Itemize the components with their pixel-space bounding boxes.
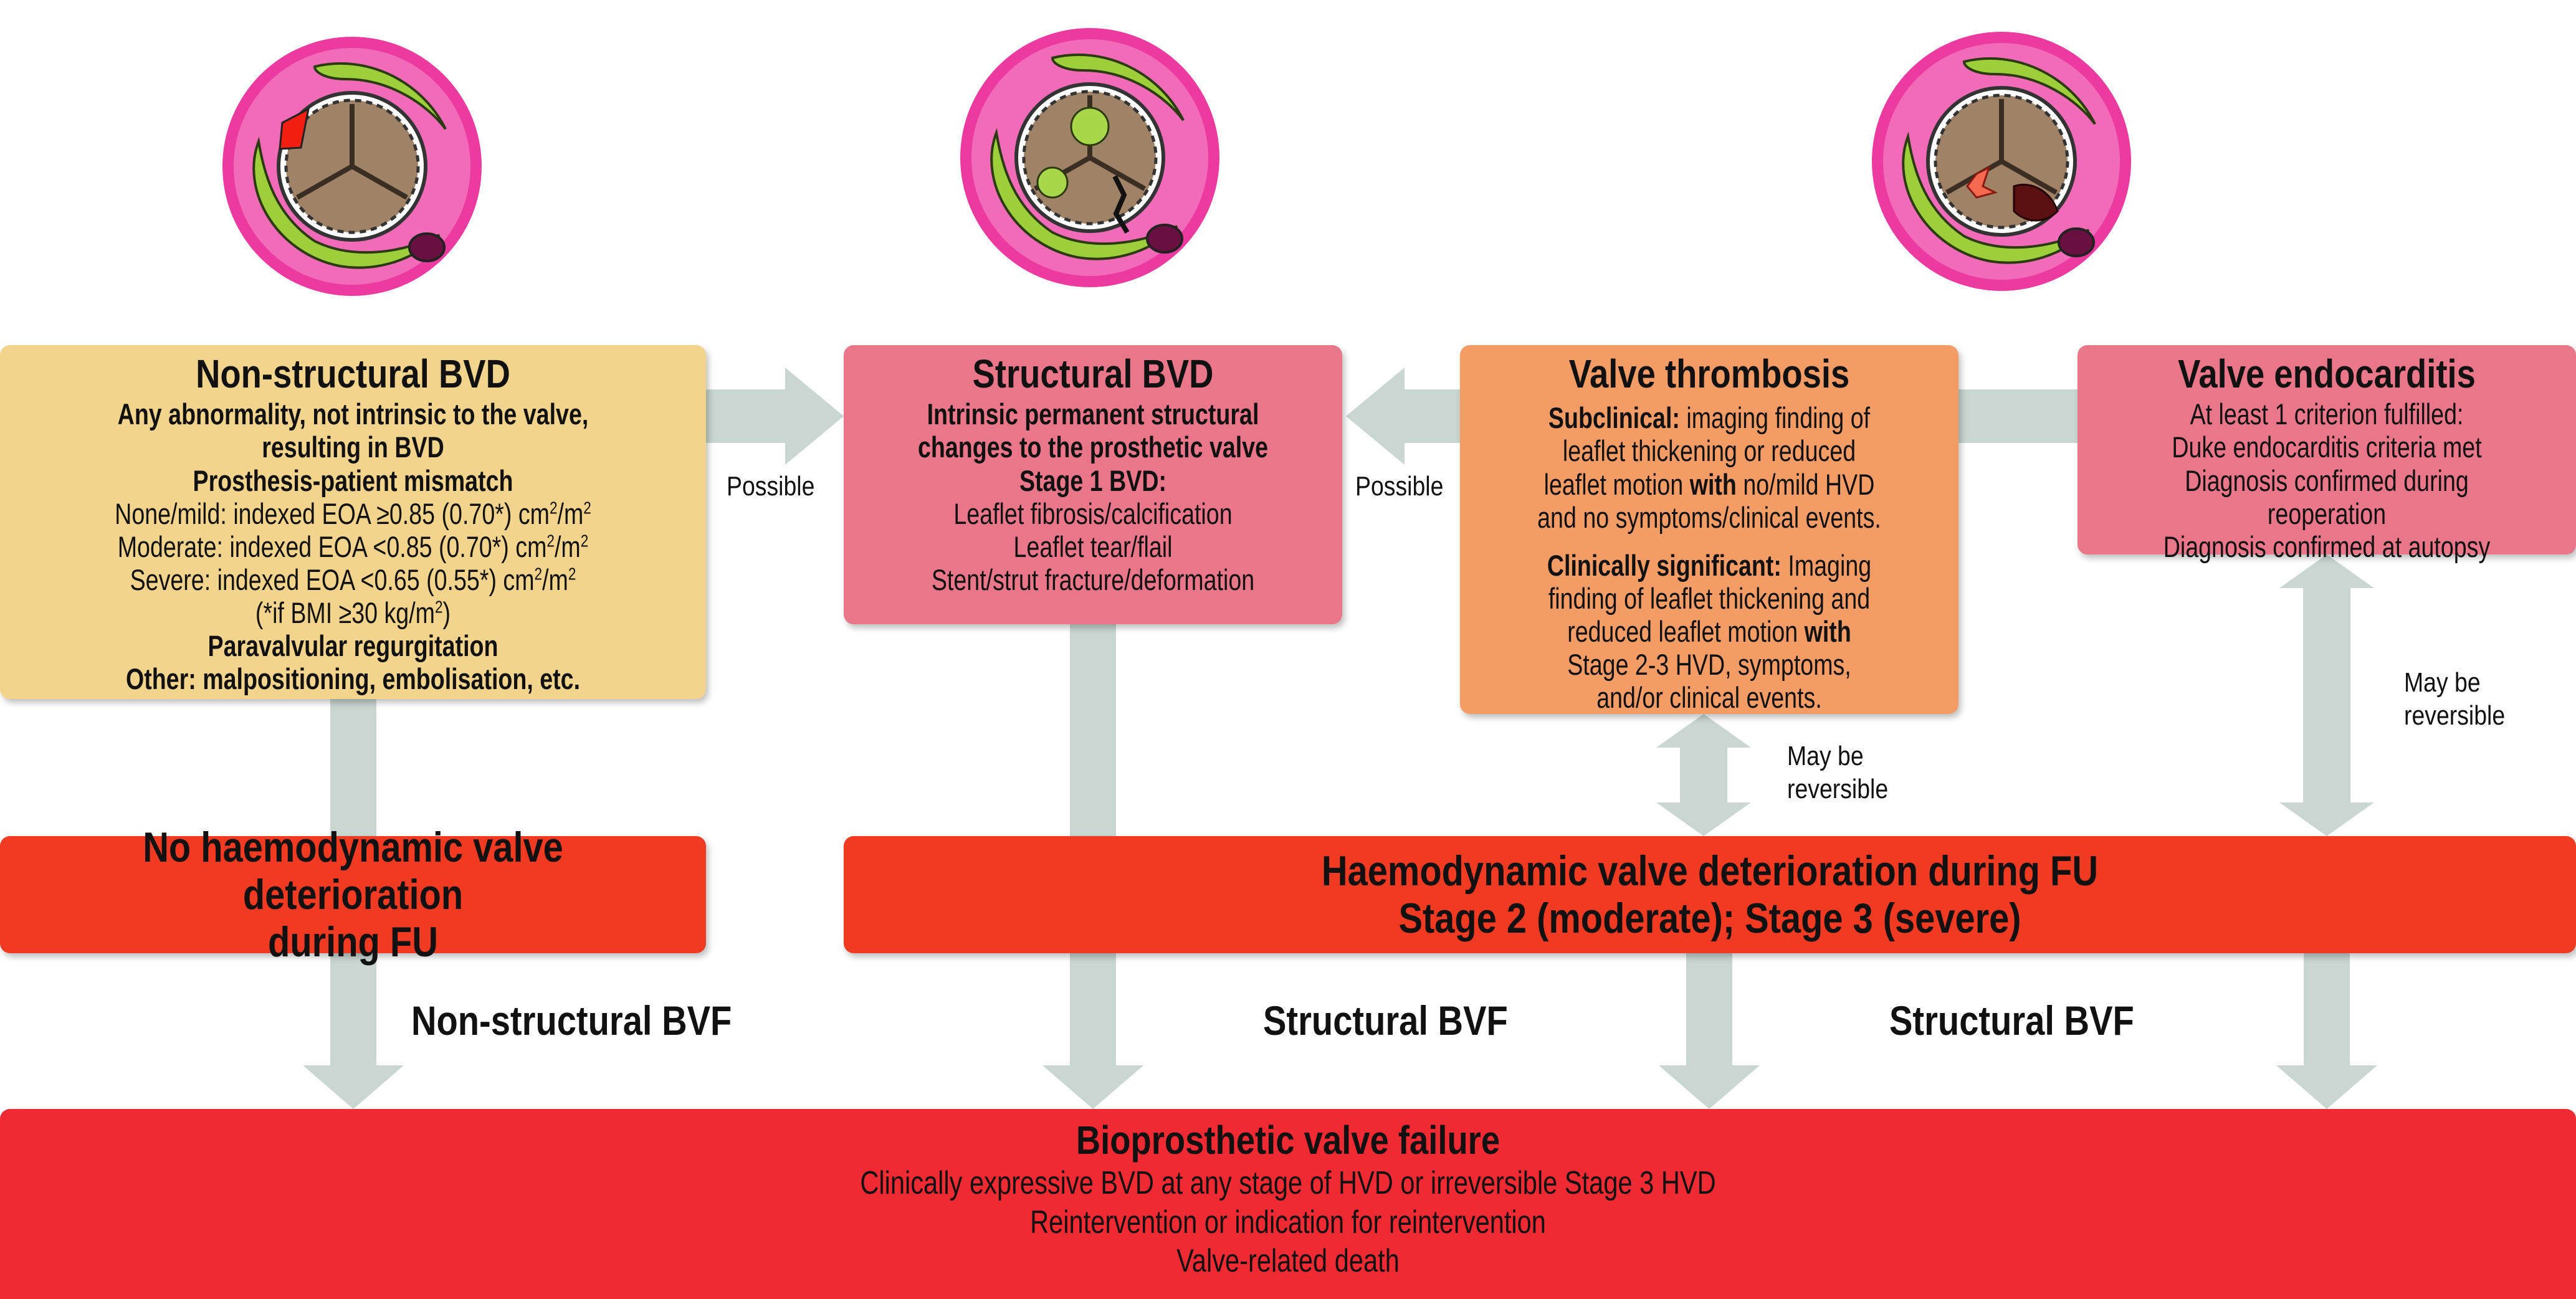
valve-illustration-thrombosis-endocarditis	[1872, 32, 2131, 291]
endocarditis-reoperation: Diagnosis confirmed during reoperation	[2185, 464, 2469, 530]
arrow-hvd-bvf-right	[2276, 953, 2377, 1109]
structural-definition: Intrinsic permanent structural changes t…	[917, 397, 1269, 464]
valve-thrombosis-box: Valve thrombosis Subclinical: imaging fi…	[1460, 345, 1958, 714]
structural-item-tear: Leaflet tear/flail	[1013, 530, 1173, 563]
endocarditis-title: Valve endocarditis	[2178, 351, 2476, 396]
thrombosis-clinical: Clinically significant: Imaging finding …	[1547, 548, 1872, 715]
label-possible-left: Possible	[727, 471, 815, 502]
structural-item-fibrosis: Leaflet fibrosis/calcification	[953, 497, 1233, 530]
no-hvd-line2: during FU	[268, 918, 438, 966]
valve-endocarditis-box: Valve endocarditis At least 1 criterion …	[2077, 345, 2576, 563]
bvf-title: Bioprosthetic valve failure	[1076, 1118, 1500, 1163]
arrow-endocarditis-hvd-double	[2279, 554, 2374, 836]
hvd-box: Haemodynamic valve deterioration during …	[844, 836, 2576, 953]
structural-bvd-box: Structural BVD Intrinsic permanent struc…	[844, 345, 1342, 624]
arrow-thrombosis-hvd-double	[1656, 714, 1751, 836]
label-nonstructural-bvf: Non-structural BVF	[411, 997, 732, 1044]
bvf-line-death: Valve-related death	[1176, 1243, 1400, 1280]
valve-illustration-nonstructural	[222, 37, 482, 296]
label-possible-right: Possible	[1355, 471, 1444, 502]
pvr-heading: Paravalvular regurgitation	[208, 629, 499, 663]
label-structural-bvf-right: Structural BVF	[1889, 997, 2134, 1044]
thrombosis-title: Valve thrombosis	[1568, 351, 1850, 396]
nonstructural-definition: Any abnormality, not intrinsic to the va…	[117, 397, 589, 464]
ppm-heading: Prosthesis-patient mismatch	[193, 464, 513, 497]
arrow-hvd-bvf-middle	[1659, 953, 1760, 1109]
connector-structural-down	[1070, 624, 1116, 836]
no-hvd-box: No haemodynamic valve deterioration duri…	[0, 824, 706, 966]
nonstructural-title: Non-structural BVD	[196, 351, 510, 396]
arrow-nonstructural-bvf	[303, 953, 404, 1109]
no-hvd-line1: No haemodynamic valve deterioration	[143, 823, 563, 918]
other-causes: Other: malpositioning, embolisation, etc…	[125, 662, 581, 696]
connector-endocarditis-thrombosis	[1958, 389, 2077, 443]
arrow-structural-bvf	[1042, 953, 1143, 1109]
valve-illustration-structural	[960, 28, 1219, 287]
ppm-none-mild: None/mild: indexed EOA ≥0.85 (0.70*) cm2…	[115, 497, 591, 530]
ppm-moderate: Moderate: indexed EOA <0.85 (0.70*) cm2/…	[117, 530, 589, 563]
label-structural-bvf-middle: Structural BVF	[1263, 997, 1508, 1044]
nonstructural-bvd-box: Non-structural BVD Any abnormality, not …	[0, 345, 706, 699]
endocarditis-criterion: At least 1 criterion fulfilled:	[2190, 397, 2464, 431]
endocarditis-autopsy: Diagnosis confirmed at autopsy	[2163, 530, 2491, 563]
endocarditis-duke: Duke endocarditis criteria met	[2172, 431, 2482, 464]
ppm-severe: Severe: indexed EOA <0.65 (0.55*) cm2/m2	[130, 563, 576, 596]
arrow-possible-to-structural	[706, 368, 844, 465]
bmi-note: (*if BMI ≥30 kg/m2)	[255, 596, 451, 629]
hvd-line1: Haemodynamic valve deterioration during …	[1321, 847, 2099, 895]
connector-nonstructural-down	[330, 699, 376, 836]
bvf-box: Bioprosthetic valve failure Clinically e…	[0, 1109, 2576, 1299]
stage1-heading: Stage 1 BVD:	[1019, 464, 1167, 497]
structural-item-fracture: Stent/strut fracture/deformation	[931, 563, 1255, 596]
thrombosis-subclinical: Subclinical: imaging finding of leaflet …	[1537, 401, 1881, 534]
bvf-line-expressive: Clinically expressive BVD at any stage o…	[860, 1165, 1716, 1202]
arrow-thrombosis-to-structural	[1346, 368, 1460, 465]
structural-title: Structural BVD	[972, 351, 1214, 396]
hvd-line2: Stage 2 (moderate); Stage 3 (severe)	[1398, 895, 2021, 942]
bvf-line-reintervention: Reintervention or indication for reinter…	[1030, 1204, 1546, 1240]
